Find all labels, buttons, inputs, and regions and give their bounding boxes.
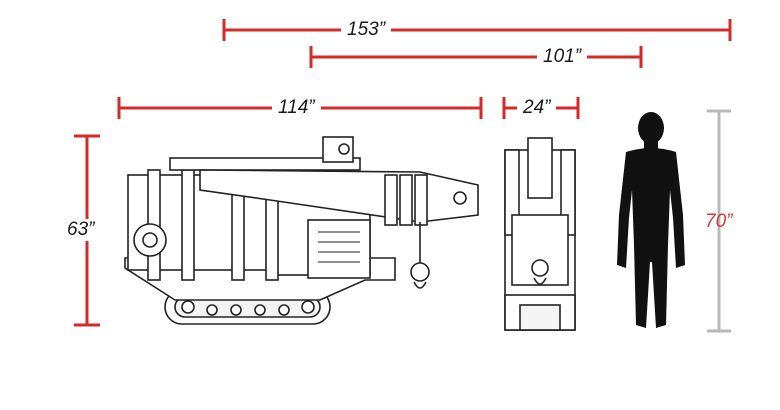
crane-end-view bbox=[504, 137, 576, 331]
human-silhouette bbox=[617, 112, 685, 328]
label-114: 114” bbox=[272, 97, 321, 119]
crane-side-view bbox=[124, 136, 479, 325]
dim-70 bbox=[707, 109, 731, 333]
label-63: 63” bbox=[61, 219, 101, 241]
dim-101 bbox=[309, 46, 643, 68]
label-24: 24” bbox=[517, 97, 557, 119]
label-153: 153” bbox=[341, 19, 392, 41]
label-101: 101” bbox=[537, 46, 588, 68]
label-70: 70” bbox=[705, 211, 733, 232]
dim-153 bbox=[222, 19, 732, 41]
